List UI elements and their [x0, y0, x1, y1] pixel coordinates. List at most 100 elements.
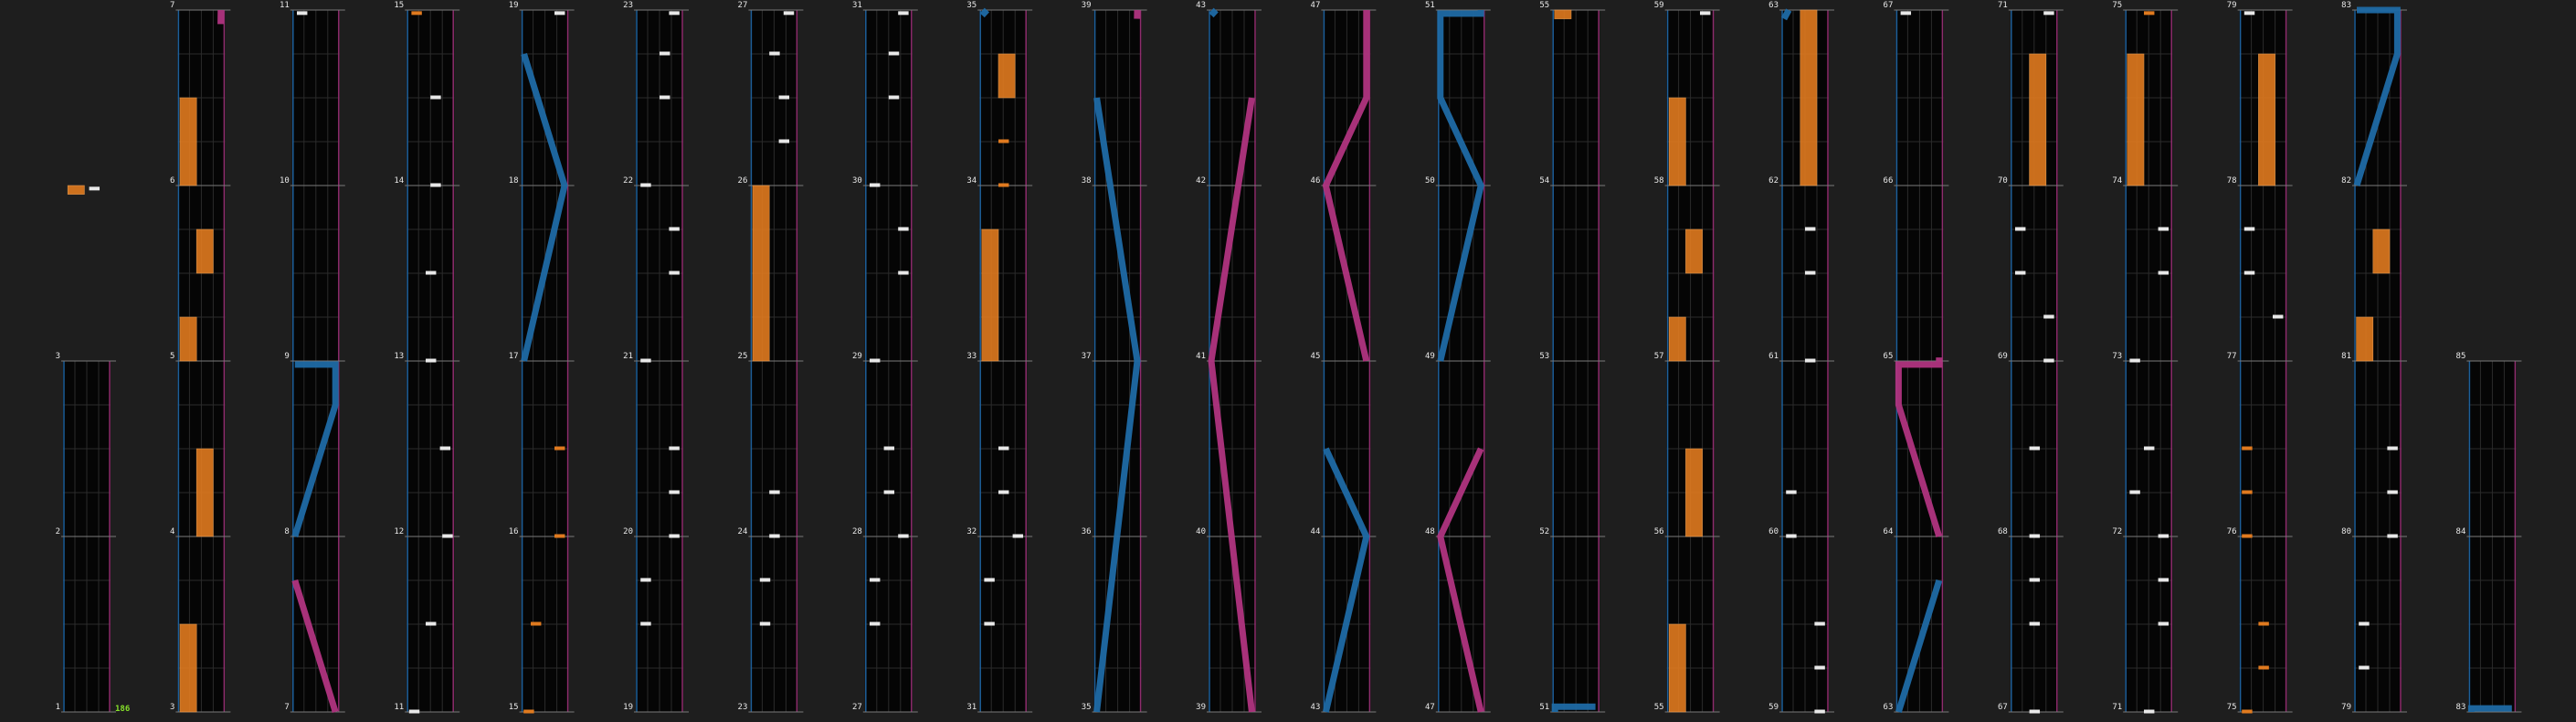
orange-tap-note [998, 140, 1008, 143]
tap-note [430, 96, 440, 100]
tap-note [884, 491, 894, 494]
measure-number: 3 [33, 352, 60, 361]
measure-number: 26 [720, 176, 747, 186]
measure-number: 79 [2324, 703, 2351, 712]
lane-column [2466, 361, 2521, 712]
measure-number: 19 [491, 1, 519, 10]
tap-note [2244, 228, 2254, 231]
blue-slide-note [2471, 708, 2511, 712]
tap-note [898, 228, 908, 231]
measure-number: 22 [606, 176, 633, 186]
orange-tap-note [411, 11, 421, 15]
measure-number: 50 [1408, 176, 1435, 186]
orange-hold-note [753, 186, 769, 361]
tap-note [2144, 710, 2154, 714]
tap-note [1901, 11, 1911, 15]
measure-number: 15 [491, 703, 519, 712]
tap-note [409, 710, 419, 714]
measure-number: 5 [147, 352, 174, 361]
tap-note [2030, 535, 2040, 538]
tap-note [870, 184, 880, 187]
measure-number: 83 [2324, 1, 2351, 10]
measure-number: 36 [1064, 527, 1092, 536]
measure-number: 51 [1522, 703, 1549, 712]
measure-number: 29 [835, 352, 862, 361]
orange-tap-note [2144, 11, 2154, 15]
measure-number: 8 [262, 527, 290, 536]
measure-number: 20 [606, 527, 633, 536]
measure-number: 43 [1178, 1, 1206, 10]
measure-number: 65 [1865, 352, 1893, 361]
orange-tap-note [2258, 622, 2268, 626]
tap-note [440, 447, 450, 451]
measure-number: 27 [720, 1, 747, 10]
measure-number: 46 [1293, 176, 1320, 186]
orange-hold-note [2127, 54, 2144, 186]
measure-number: 56 [1637, 527, 1664, 536]
tap-note [1805, 228, 1815, 231]
tap-note [669, 491, 679, 494]
tap-note [640, 184, 650, 187]
tap-note [2015, 228, 2025, 231]
measure-number: 15 [376, 1, 404, 10]
tap-note [1814, 622, 1824, 626]
lane-column [1550, 10, 1605, 712]
tap-note [2129, 359, 2139, 363]
tap-note [1805, 271, 1815, 275]
measure-number: 55 [1522, 1, 1549, 10]
measure-number: 11 [376, 703, 404, 712]
tap-note [2043, 359, 2053, 363]
measure-number: 64 [1865, 527, 1893, 536]
measure-number: 58 [1637, 176, 1664, 186]
measure-number: 42 [1178, 176, 1206, 186]
measure-number: 52 [1522, 527, 1549, 536]
measure-number: 76 [2210, 527, 2237, 536]
measure-number: 59 [1637, 1, 1664, 10]
orange-hold-note [196, 449, 213, 536]
measure-number: 18 [491, 176, 519, 186]
tap-note [2030, 447, 2040, 451]
tap-note [1700, 11, 1710, 15]
measure-number: 80 [2324, 527, 2351, 536]
orange-hold-note [68, 186, 84, 195]
tap-note [2244, 271, 2254, 275]
measure-number: 85 [2438, 352, 2465, 361]
orange-hold-note [2373, 229, 2390, 273]
measure-number: 23 [606, 1, 633, 10]
tap-note [442, 535, 452, 538]
tap-note [2359, 666, 2369, 670]
measure-number: 77 [2210, 352, 2237, 361]
orange-hold-note [1669, 624, 1685, 712]
tap-note [1786, 535, 1796, 538]
tap-note [769, 535, 779, 538]
tap-note [2387, 491, 2397, 494]
measure-number: 60 [1751, 527, 1779, 536]
tap-note [669, 11, 679, 15]
measure-number: 73 [2095, 352, 2122, 361]
orange-hold-note [2030, 54, 2046, 186]
tap-note [426, 622, 436, 626]
combo-counter: 186 [115, 705, 130, 714]
measure-number: 78 [2210, 176, 2237, 186]
tap-note [2273, 315, 2283, 319]
tap-note [889, 96, 899, 100]
tap-note [998, 491, 1008, 494]
tap-note [2387, 447, 2397, 451]
tap-note [2387, 535, 2397, 538]
tap-note [984, 579, 994, 582]
orange-hold-note [982, 229, 998, 361]
tap-note [669, 447, 679, 451]
tap-note [640, 579, 650, 582]
measure-number: 62 [1751, 176, 1779, 186]
measure-number: 35 [949, 1, 977, 10]
measure-number: 51 [1408, 1, 1435, 10]
tap-note [2129, 491, 2139, 494]
measure-number: 83 [2438, 703, 2465, 712]
tap-note [660, 52, 670, 56]
orange-hold-note [2357, 317, 2373, 361]
tap-note [2030, 579, 2040, 582]
measure-number: 53 [1522, 352, 1549, 361]
tap-note [2159, 579, 2169, 582]
tap-note [998, 447, 1008, 451]
measure-number: 25 [720, 352, 747, 361]
